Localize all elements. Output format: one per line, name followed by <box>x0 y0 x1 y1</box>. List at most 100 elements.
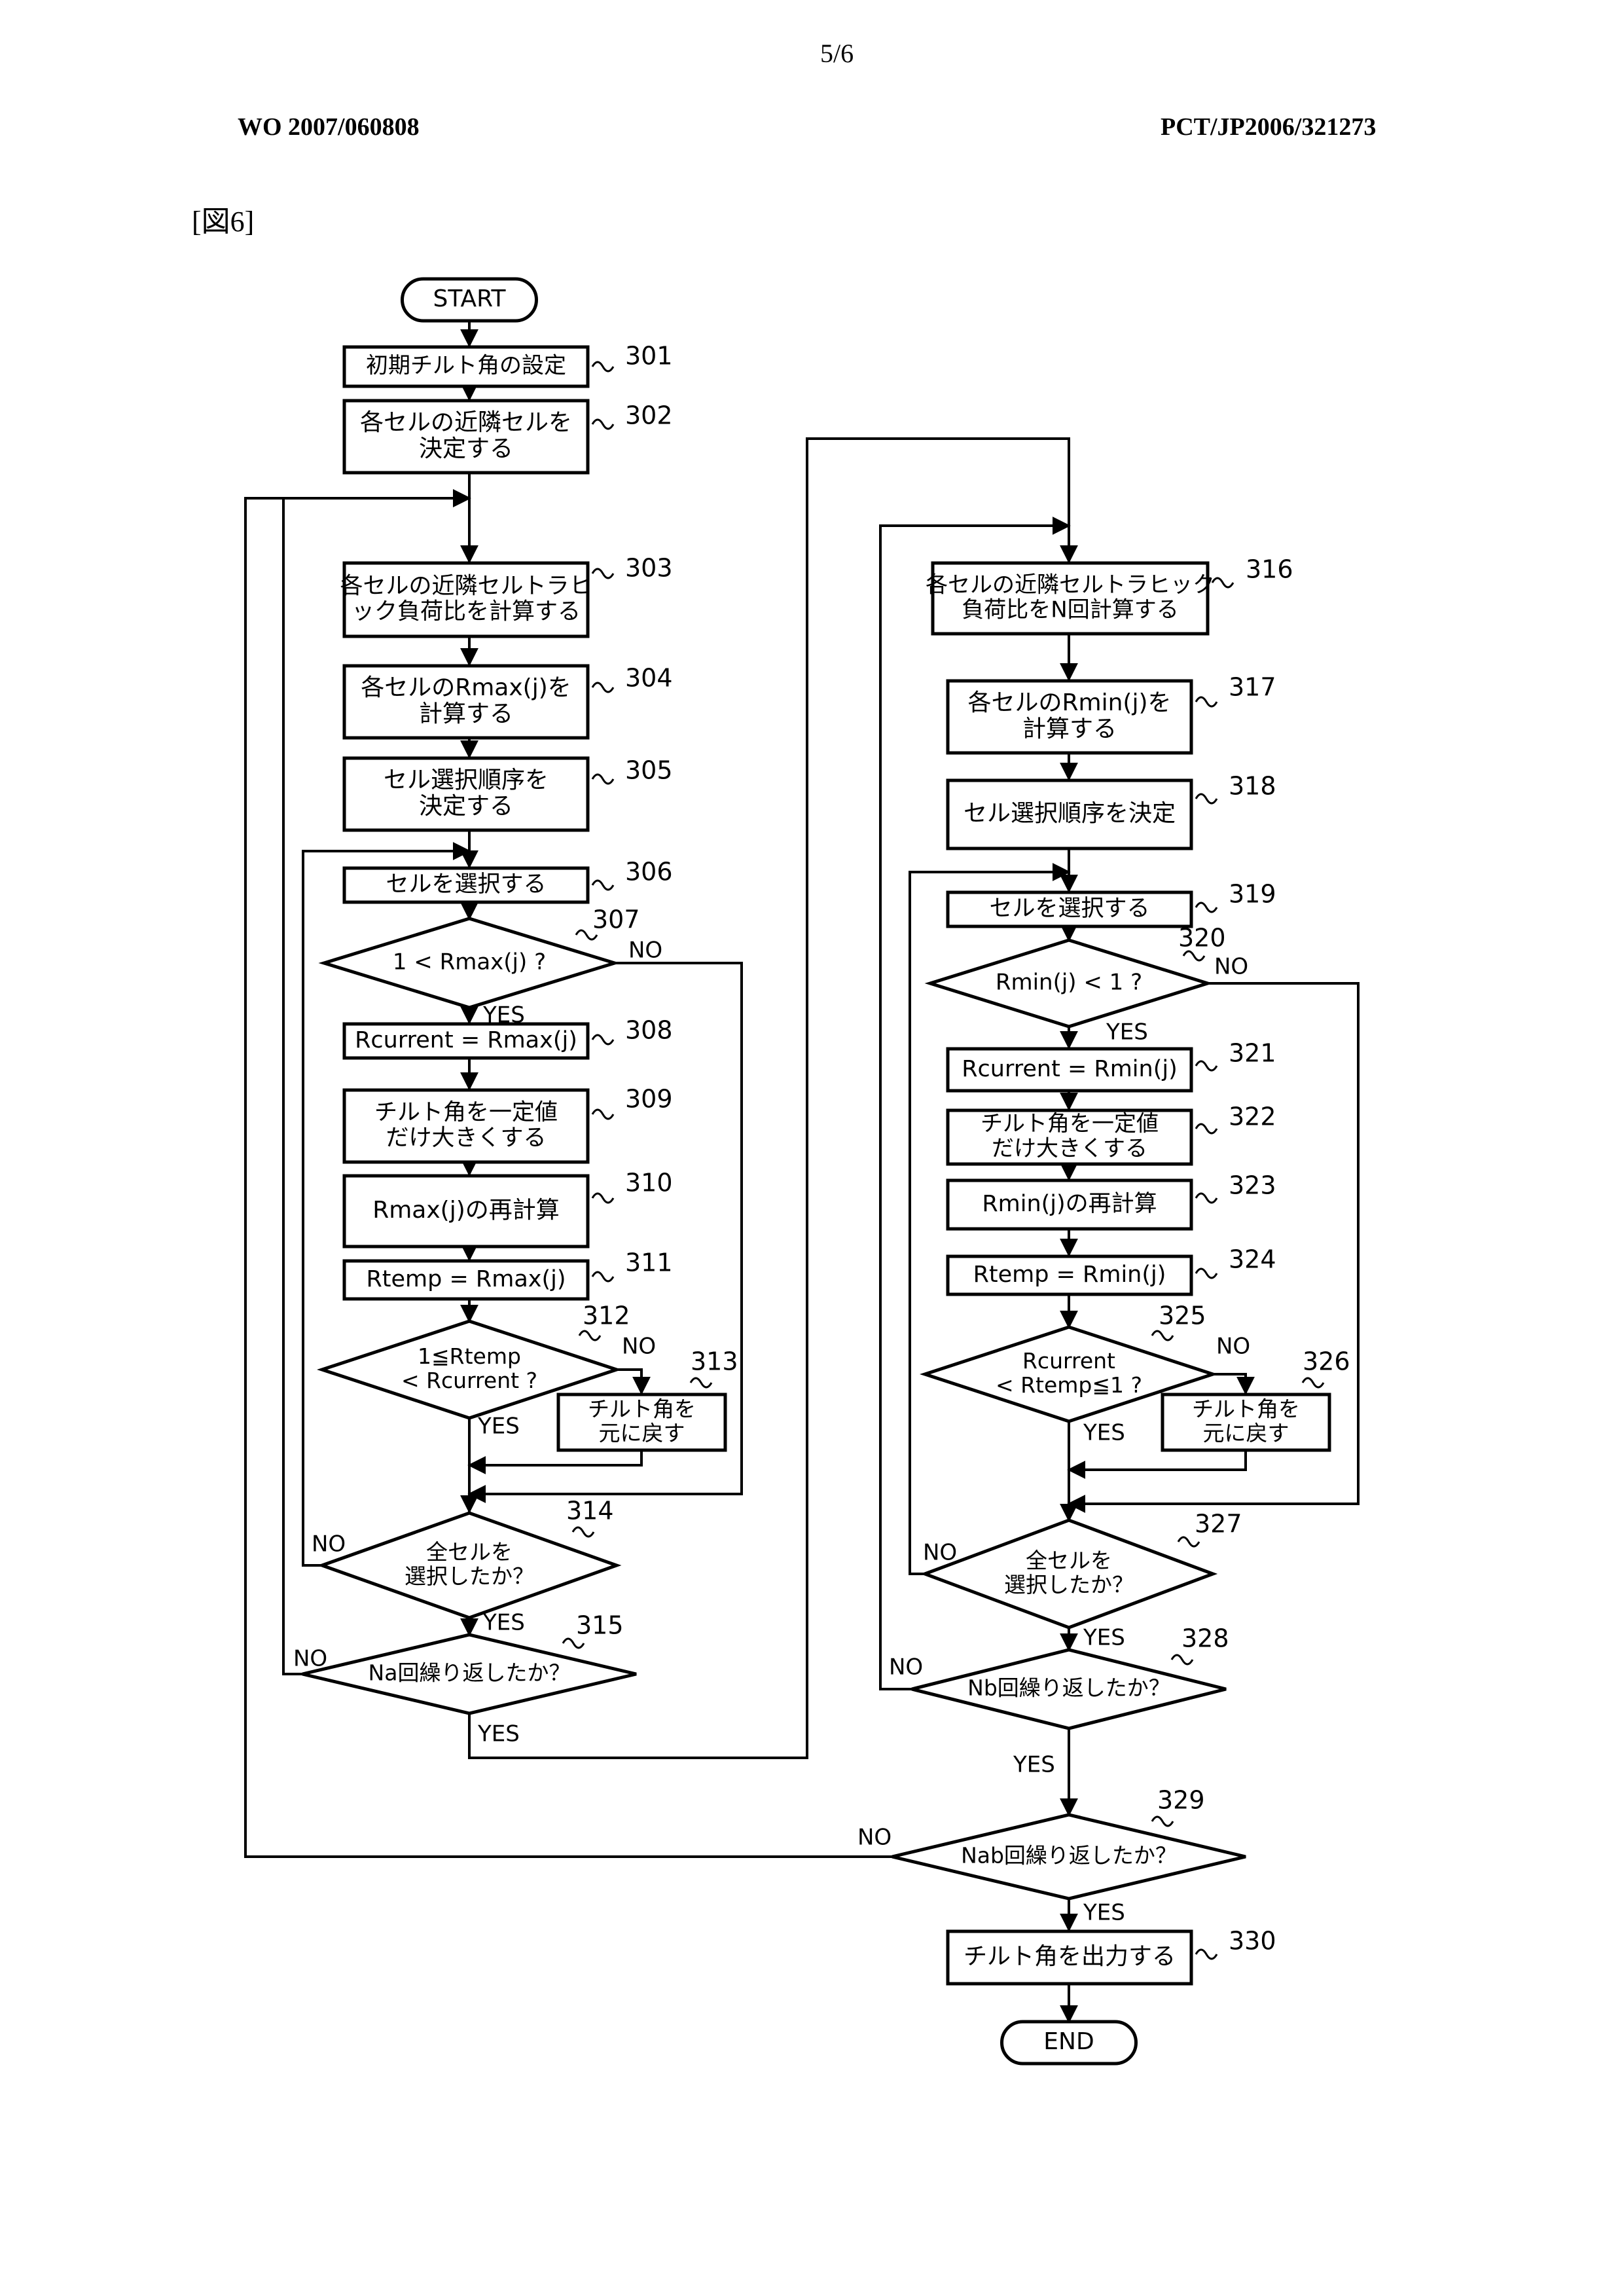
step-304-text-line-1: 各セルのRmax(j)を <box>361 674 571 701</box>
step-316-text-line-2: 負荷比をN回計算する <box>962 597 1178 623</box>
ref-313: 313 <box>691 1347 738 1376</box>
step-320-yes: YES <box>1106 1019 1148 1046</box>
step-329-no: NO <box>857 1825 892 1851</box>
ref-329-leader <box>1152 1817 1173 1826</box>
step-318-text-line-1: セル選択順序を決定 <box>964 800 1176 827</box>
step-312-text-line-1: 1≦Rtemp <box>418 1343 521 1369</box>
step-320-text-line-1: Rmin(j) < 1 ? <box>996 970 1142 996</box>
step-326-text-line-1: チルト角を <box>1192 1396 1300 1422</box>
step-302-text-line-1: 各セルの近隣セルを <box>360 409 572 436</box>
step-304-text-line-2: 計算する <box>419 701 513 727</box>
connector <box>1213 1374 1246 1393</box>
step-312-text-line-2: < Rcurrent ? <box>401 1368 537 1393</box>
ref-304: 304 <box>625 664 673 693</box>
ref-301-leader <box>592 362 613 371</box>
ref-303: 303 <box>625 554 673 583</box>
ref-305: 305 <box>625 756 673 785</box>
step-324-text-line-1: Rtemp = Rmin(j) <box>973 1262 1166 1288</box>
step-327-yes: YES <box>1083 1625 1125 1651</box>
step-322-text-line-1: チルト角を一定値 <box>981 1110 1159 1137</box>
step-313-text-line-2: 元に戻す <box>599 1420 685 1446</box>
step-319-text-line-1: セルを選択する <box>989 896 1149 922</box>
step-325-yes: YES <box>1083 1420 1125 1446</box>
ref-305-leader <box>592 774 613 784</box>
ref-314-leader <box>573 1527 594 1537</box>
step-315-text-line-1: Na回繰り返したか？ <box>369 1660 571 1686</box>
ref-312: 312 <box>583 1302 630 1330</box>
ref-302: 302 <box>625 401 673 430</box>
step-301-text-line-1: 初期チルト角の設定 <box>366 353 566 379</box>
step-307-text-line-1: 1 < Rmax(j) ? <box>393 949 546 975</box>
step-327-text-line-2: 選択したか？ <box>1004 1572 1134 1597</box>
ref-325: 325 <box>1159 1302 1206 1330</box>
step-303-text-line-1: 各セルの近隣セルトラヒ <box>340 573 592 599</box>
ref-313-leader <box>691 1378 712 1387</box>
ref-320: 320 <box>1178 924 1226 953</box>
end-terminal-text: END <box>1043 2028 1094 2055</box>
ref-327: 327 <box>1195 1510 1242 1539</box>
step-328-text-line-1: Nb回繰り返したか？ <box>967 1675 1170 1701</box>
ref-322-leader <box>1196 1124 1217 1133</box>
ref-304-leader <box>592 683 613 692</box>
ref-303-leader <box>592 569 613 578</box>
step-325-text-line-1: Rcurrent <box>1022 1348 1115 1374</box>
ref-308-leader <box>592 1035 613 1044</box>
step-325-no: NO <box>1216 1334 1250 1360</box>
ref-324-leader <box>1196 1269 1217 1278</box>
step-328-no: NO <box>889 1654 923 1681</box>
step-314-text-line-1: 全セルを <box>426 1539 513 1565</box>
ref-316-leader <box>1212 578 1233 587</box>
step-311-text-line-1: Rtemp = Rmax(j) <box>366 1266 566 1292</box>
ref-315-leader <box>563 1639 584 1648</box>
ref-317: 317 <box>1229 673 1276 702</box>
ref-309: 309 <box>625 1085 673 1114</box>
step-307-no: NO <box>628 938 662 964</box>
step-327-no: NO <box>923 1540 957 1566</box>
step-314-text-line-2: 選択したか？ <box>405 1563 534 1589</box>
ref-323-leader <box>1196 1194 1217 1203</box>
step-325-text-line-2: < Rtemp≦1 ? <box>996 1372 1142 1398</box>
step-308-text-line-1: Rcurrent = Rmax(j) <box>355 1027 577 1053</box>
step-314-no: NO <box>312 1531 346 1558</box>
ref-321: 321 <box>1229 1039 1276 1068</box>
ref-325-leader <box>1152 1331 1173 1340</box>
ref-310: 310 <box>625 1169 673 1197</box>
step-307-yes: YES <box>482 1002 525 1029</box>
step-317-text-line-2: 計算する <box>1022 716 1117 742</box>
start-terminal-text: START <box>433 285 506 312</box>
ref-322: 322 <box>1229 1102 1276 1131</box>
step-309-text-line-1: チルト角を一定値 <box>374 1099 558 1125</box>
ref-330: 330 <box>1229 1927 1276 1956</box>
ref-326: 326 <box>1303 1347 1350 1376</box>
ref-311: 311 <box>625 1248 673 1277</box>
step-316-text-line-1: 各セルの近隣セルトラヒック <box>926 572 1215 598</box>
ref-319-leader <box>1196 903 1217 912</box>
step-309-text-line-2: だけ大きくする <box>386 1125 546 1152</box>
step-310-text-line-1: Rmax(j)の再計算 <box>372 1197 560 1224</box>
ref-319: 319 <box>1229 880 1276 909</box>
ref-329: 329 <box>1157 1786 1205 1815</box>
step-302-text-line-2: 決定する <box>419 435 513 462</box>
connector <box>1069 1450 1246 1470</box>
ref-314: 314 <box>566 1497 614 1525</box>
step-322-text-line-2: だけ大きくする <box>992 1136 1147 1162</box>
step-330-text-line-1: チルト角を出力する <box>964 1943 1176 1970</box>
connector <box>617 1370 641 1393</box>
ref-308: 308 <box>625 1016 673 1045</box>
ref-301: 301 <box>625 342 673 371</box>
ref-312-leader <box>579 1331 600 1340</box>
ref-307: 307 <box>592 905 640 934</box>
ref-321-leader <box>1196 1061 1217 1070</box>
ref-326-leader <box>1303 1378 1324 1387</box>
step-326-text-line-2: 元に戻す <box>1203 1420 1289 1446</box>
ref-318: 318 <box>1229 772 1276 801</box>
step-314-yes: YES <box>482 1610 525 1636</box>
ref-327-leader <box>1178 1537 1199 1546</box>
step-328-yes: YES <box>1013 1752 1055 1778</box>
ref-306-leader <box>592 881 613 890</box>
ref-324: 324 <box>1229 1245 1276 1274</box>
step-323-text-line-1: Rmin(j)の再計算 <box>982 1191 1157 1217</box>
step-312-yes: YES <box>477 1413 520 1440</box>
step-312-no: NO <box>622 1334 656 1360</box>
